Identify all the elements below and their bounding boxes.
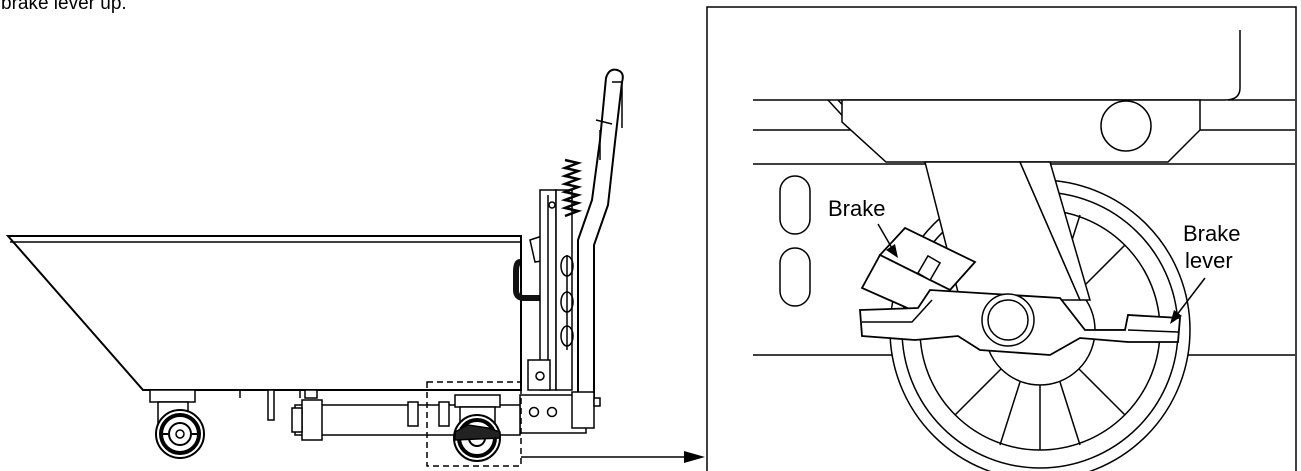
- push-handle: [560, 68, 624, 400]
- front-caster: [149, 389, 205, 459]
- cart-side-view: [5, 68, 705, 467]
- cart-frame: [539, 189, 574, 391]
- detail-callout-box: [426, 381, 522, 467]
- header-text: brake lever up.: [1, 0, 127, 14]
- hopper-handle: [513, 259, 545, 301]
- brake-detail-view: Brake Brake lever: [706, 6, 1297, 471]
- brake-lever-label-line1: Brake: [1183, 221, 1240, 246]
- brake-lever-leader: [1175, 277, 1206, 317]
- brake-lever: [859, 289, 1181, 356]
- brake-leader: [877, 223, 894, 251]
- rear-caster: [453, 394, 501, 462]
- brake-lever-label-line2: lever: [1185, 248, 1233, 273]
- brake-label: Brake: [828, 196, 885, 221]
- cart-hopper: [5, 235, 522, 398]
